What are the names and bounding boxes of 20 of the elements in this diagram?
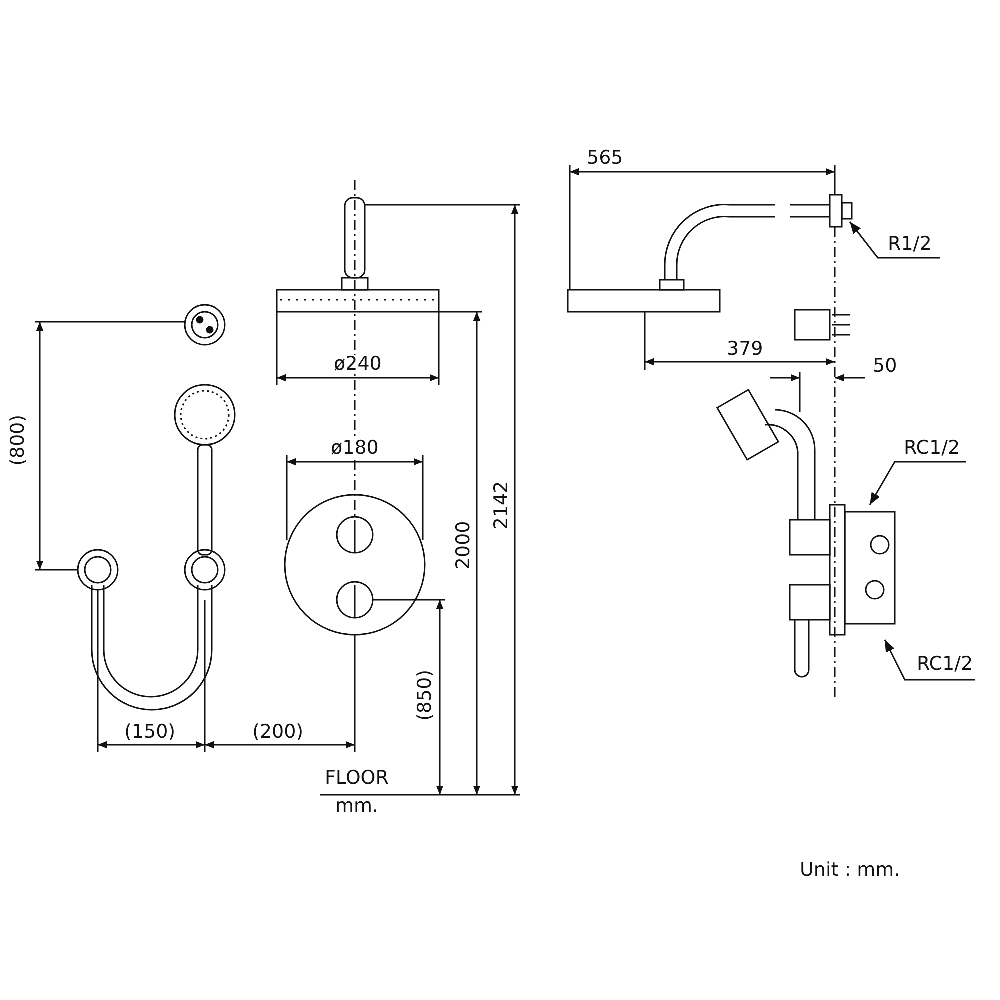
leader-line <box>884 640 975 681</box>
leader-line <box>869 461 966 506</box>
dimension-value: (200) <box>252 722 304 742</box>
dimension-value: 2142 <box>492 480 512 530</box>
unit-note: Unit : mm. <box>800 860 900 880</box>
thread-size-label: RC1/2 <box>904 438 960 458</box>
dimension-value: 50 <box>873 356 898 376</box>
dimension-value: (150) <box>124 722 176 742</box>
floor-note: FLOOR <box>325 768 389 788</box>
thread-size-label: RC1/2 <box>917 654 974 674</box>
dimension-value: (800) <box>8 414 28 466</box>
dimension-value: ø180 <box>331 438 379 458</box>
thread-size-label: R1/2 <box>888 234 932 254</box>
dimension-value: 2000 <box>454 520 474 570</box>
unit-note: mm. <box>336 796 379 816</box>
dimension-value: 565 <box>587 148 624 168</box>
dimension-value: 379 <box>727 340 764 358</box>
dimension-value: ø240 <box>334 354 382 374</box>
leader-line <box>849 222 940 259</box>
dimension-value: (850) <box>416 669 435 721</box>
